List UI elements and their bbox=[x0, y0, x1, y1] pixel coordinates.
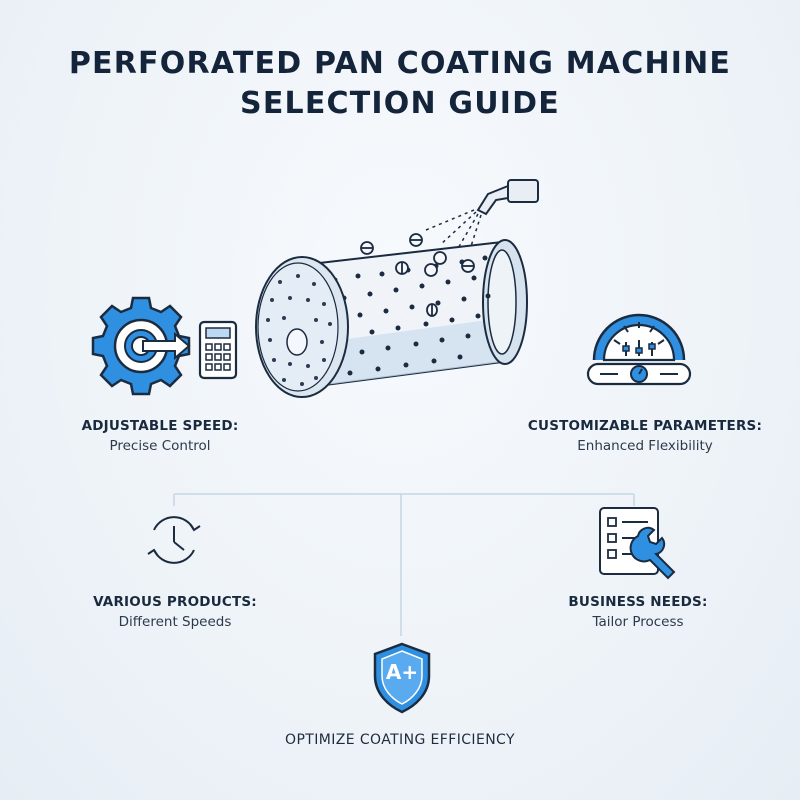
parameters-heading: CUSTOMIZABLE PARAMETERS: bbox=[527, 418, 763, 434]
speed-detail: Precise Control bbox=[109, 438, 211, 454]
spray-nozzle-icon bbox=[425, 179, 539, 263]
products-detail: Different Speeds bbox=[118, 614, 232, 630]
clock-cycle-icon bbox=[147, 516, 201, 564]
parameters-detail: Enhanced Flexibility bbox=[577, 438, 713, 454]
shield-badge-icon: A+ bbox=[371, 642, 433, 714]
badge-grade: A+ bbox=[385, 660, 419, 684]
gauge-control-panel-icon bbox=[586, 313, 692, 386]
footer-text: OPTIMIZE COATING EFFICIENCY bbox=[285, 732, 515, 748]
business-detail: Tailor Process bbox=[592, 614, 684, 630]
business-heading: BUSINESS NEEDS: bbox=[568, 594, 708, 610]
title-line-1: PERFORATED PAN COATING MACHINE bbox=[68, 46, 732, 81]
gear-keypad-icon bbox=[91, 296, 238, 396]
page-title: PERFORATED PAN COATING MACHINE SELECTION… bbox=[0, 44, 800, 124]
checklist-wrench-icon bbox=[599, 507, 676, 580]
products-heading: VARIOUS PRODUCTS: bbox=[93, 594, 257, 610]
title-line-2: SELECTION GUIDE bbox=[240, 86, 560, 121]
coating-drum-illustration bbox=[255, 179, 539, 398]
speed-heading: ADJUSTABLE SPEED: bbox=[81, 418, 239, 434]
